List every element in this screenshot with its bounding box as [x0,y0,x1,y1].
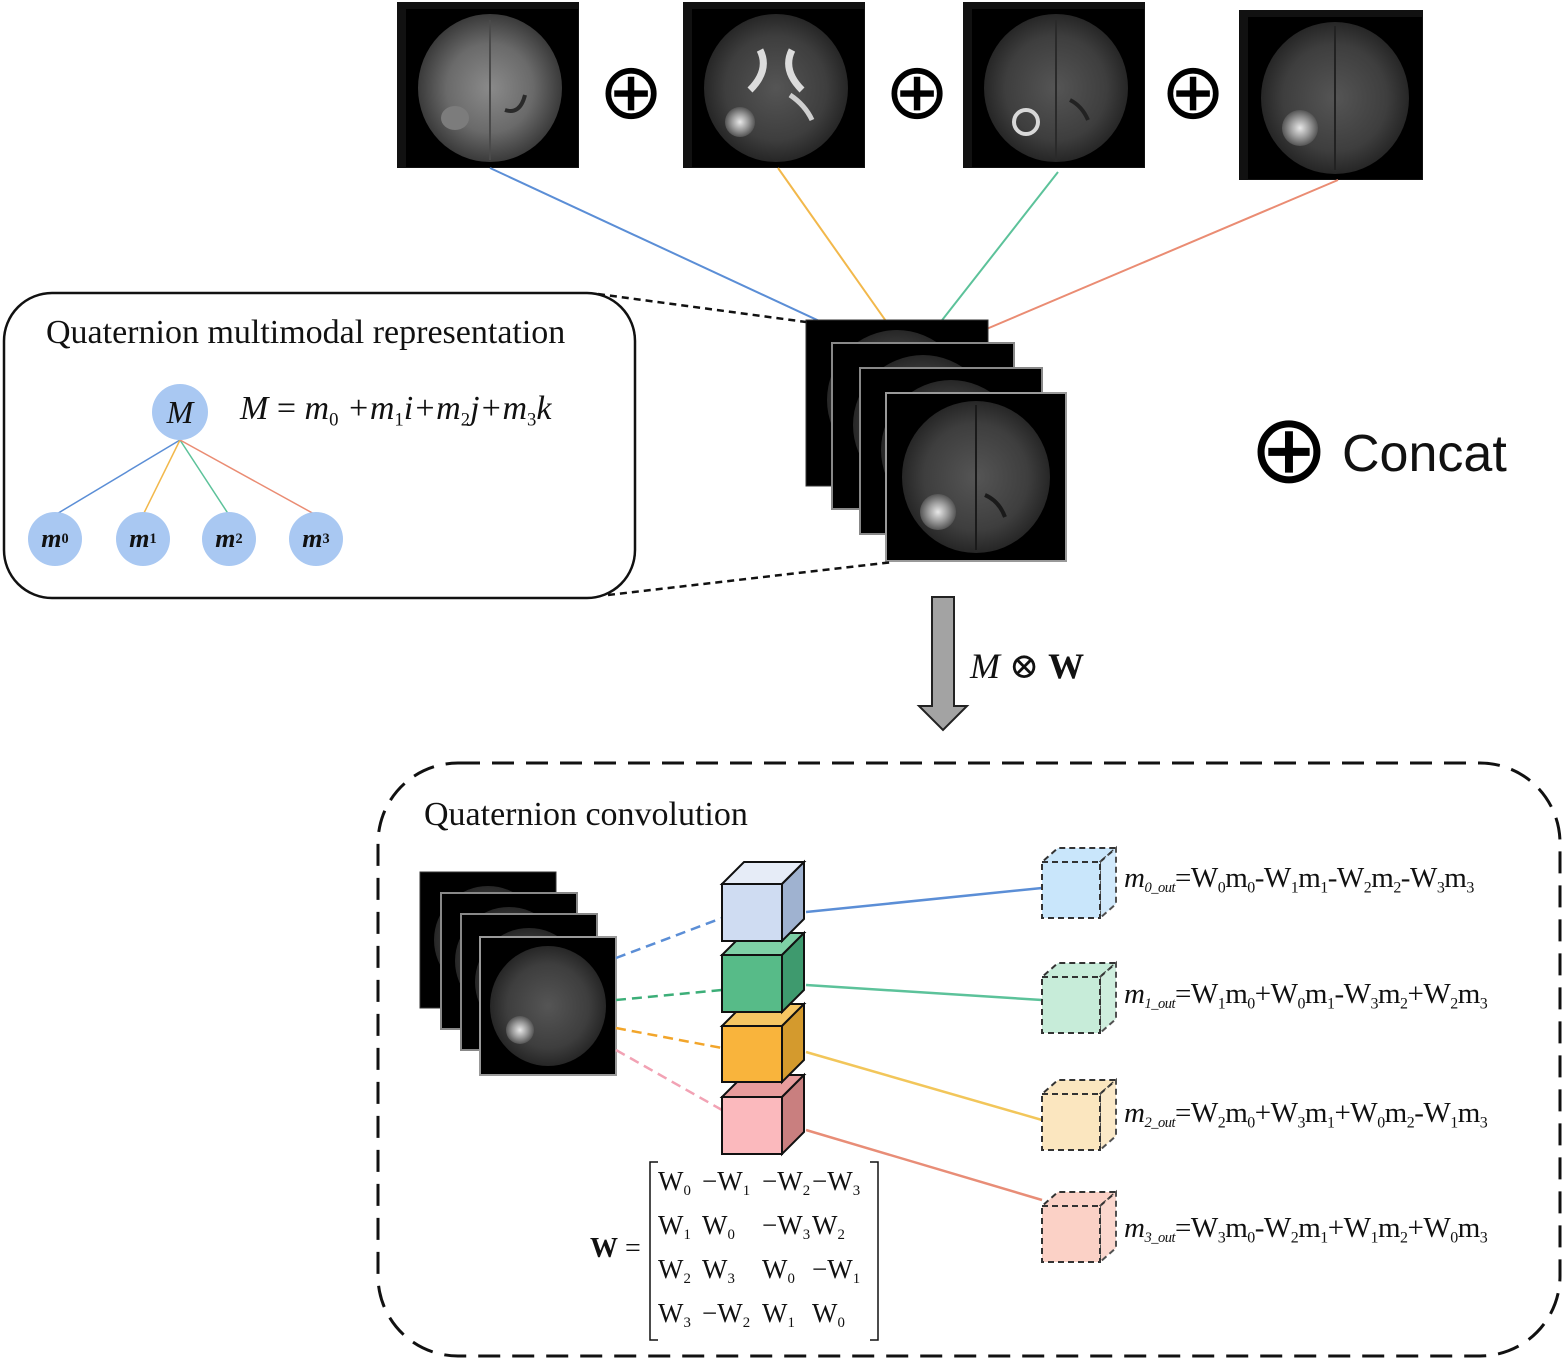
representation-title: Quaternion multimodal representation [46,314,566,351]
input-to-kernel-2 [615,1026,723,1050]
tree-edge-m0 [54,439,181,516]
tree-edge-m2 [179,439,230,516]
legend-concat-symbol: ⊕ [1249,396,1329,503]
matrix-cell: −W1 [702,1166,751,1200]
input-to-kernel-3 [615,1048,723,1112]
kernel-to-output-1 [805,983,1043,1002]
operation-label: M ⊗ W [970,646,1085,686]
convolution-panel [376,761,1562,1358]
matrix-cell: W2 [658,1254,691,1288]
matrix-cell: −W1 [812,1254,861,1288]
output-equation-m0: m0_out=W0m0-W1m1-W2m2-W3m3 [1124,862,1474,897]
down-arrow [916,596,970,732]
matrix-cell: W1 [762,1298,795,1332]
output-cube-1 [1039,960,1119,1036]
quaternion-root-node: M [152,384,208,440]
matrix-brackets [649,1161,879,1341]
kernel-to-output-3 [805,1128,1043,1202]
conv-input-stack [419,871,617,1076]
matrix-cell: W0 [812,1298,845,1332]
matrix-cell: W3 [702,1254,735,1288]
convolution-title: Quaternion convolution [424,796,748,833]
matrix-cell: −W2 [762,1166,811,1200]
concat-symbol-3: ⊕ [1160,47,1225,135]
tree-edge-m3 [179,439,317,516]
modality-image-t2 [683,2,865,168]
modality-image-flair [1239,10,1423,180]
kernel-to-output-2 [805,1050,1043,1122]
concat-symbol-1: ⊕ [598,47,663,135]
callout-line-bottom [607,560,894,597]
input-to-kernel-1 [615,988,723,1002]
concat-symbol-2: ⊕ [884,47,949,135]
kernel-to-output-0 [805,886,1043,914]
matrix-cell: W2 [812,1210,845,1244]
kernel-cube-2 [719,1001,807,1085]
output-cube-0 [1039,845,1119,921]
quaternion-formula: M = m0 +m1i+m2j+m3k [240,390,552,431]
matrix-cell: −W3 [762,1210,811,1244]
matrix-cell: W0 [702,1210,735,1244]
matrix-cell: W0 [762,1254,795,1288]
output-equation-m3: m3_out=W3m0-W2m1+W1m2+W0m3 [1124,1212,1488,1247]
output-equation-m2: m2_out=W2m0+W3m1+W0m2-W1m3 [1124,1097,1488,1132]
tree-edge-m1 [142,439,181,516]
kernel-cube-1 [719,930,807,1015]
kernel-cube-0 [719,859,807,944]
quaternion-image-stack [805,319,1067,562]
matrix-cell: −W2 [702,1298,751,1332]
modality-image-t1 [397,2,579,168]
matrix-cell: W0 [658,1166,691,1200]
output-cube-3 [1039,1189,1119,1265]
legend-concat-label: Concat [1342,425,1507,483]
modality-image-t1ce [963,2,1145,168]
output-equation-m1: m1_out=W1m0+W0m1-W3m2+W2m3 [1124,978,1488,1013]
input-to-kernel-0 [615,916,723,960]
matrix-cell: −W3 [812,1166,861,1200]
kernel-cube-3 [719,1072,807,1157]
matrix-cell: W3 [658,1298,691,1332]
callout-line-top [597,292,807,324]
matrix-label: W = [590,1233,641,1264]
output-cube-2 [1039,1077,1119,1153]
matrix-cell: W1 [658,1210,691,1244]
